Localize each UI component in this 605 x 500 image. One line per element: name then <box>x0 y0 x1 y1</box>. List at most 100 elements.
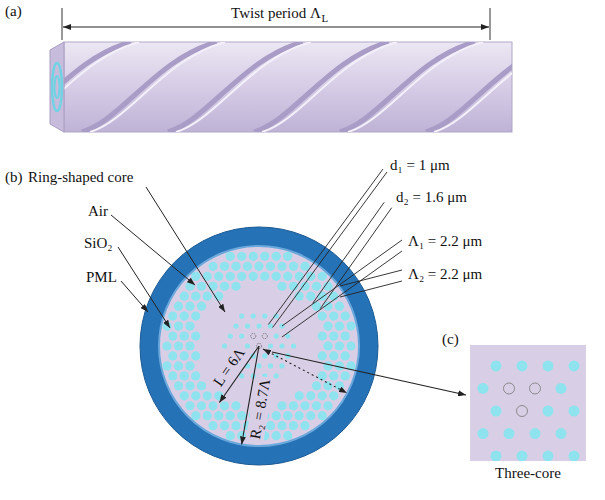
large-air-hole <box>318 351 327 360</box>
large-air-hole <box>306 391 315 400</box>
large-air-hole <box>323 321 332 330</box>
large-air-hole <box>295 391 304 400</box>
twist-highlight <box>90 42 225 132</box>
twist-highlight <box>348 42 483 132</box>
air-hole <box>491 406 502 417</box>
large-air-hole <box>214 411 223 420</box>
dimension-label: Λ₂ = 2.2 μm <box>408 265 482 283</box>
large-air-hole <box>323 401 332 410</box>
part-name: PML <box>86 268 117 286</box>
large-air-hole <box>266 262 275 271</box>
large-air-hole <box>323 361 332 370</box>
small-air-hole <box>228 333 233 338</box>
defect-hole <box>262 333 267 338</box>
large-air-hole <box>306 411 315 420</box>
small-air-hole <box>251 314 256 319</box>
large-air-hole <box>180 292 189 301</box>
large-air-hole <box>185 341 194 350</box>
pml-layer <box>140 227 378 465</box>
large-air-hole <box>237 272 246 281</box>
large-air-hole <box>203 411 212 420</box>
small-air-hole <box>245 343 250 348</box>
large-air-hole <box>300 421 309 430</box>
small-air-hole <box>233 323 238 328</box>
fiber-body <box>64 42 512 132</box>
large-air-hole <box>220 282 229 291</box>
twist-stripe <box>426 42 512 132</box>
silica-cladding <box>159 246 359 446</box>
large-air-hole <box>208 262 217 271</box>
large-air-hole <box>174 381 183 390</box>
dotted-arrow <box>263 349 347 393</box>
large-air-hole <box>329 312 338 321</box>
small-air-hole <box>222 343 227 348</box>
end-face-ring <box>52 63 62 111</box>
air-hole <box>543 360 554 371</box>
large-air-hole <box>191 331 200 340</box>
large-air-hole <box>312 381 321 390</box>
dimension-line <box>320 208 392 309</box>
large-air-hole <box>341 351 350 360</box>
twist-stripes <box>64 42 512 132</box>
inset-pointer <box>272 352 466 395</box>
large-air-hole <box>335 321 344 330</box>
large-air-hole <box>266 421 275 430</box>
large-air-hole <box>174 341 183 350</box>
air-hole <box>556 383 567 394</box>
dimension-tick <box>490 8 491 40</box>
large-air-hole <box>318 312 327 321</box>
large-air-hole <box>226 272 235 281</box>
large-air-hole <box>300 401 309 410</box>
large-air-hole <box>277 401 286 410</box>
large-air-hole <box>300 262 309 271</box>
large-air-hole <box>185 361 194 370</box>
large-air-hole <box>318 272 327 281</box>
large-air-hole <box>226 252 235 261</box>
large-air-hole <box>272 272 281 281</box>
large-air-hole <box>295 272 304 281</box>
large-air-hole <box>162 341 171 350</box>
large-air-hole <box>214 272 223 281</box>
fiber-end-face <box>50 42 64 132</box>
large-air-hole <box>185 321 194 330</box>
dimension-line <box>273 172 387 328</box>
air-hole <box>517 360 528 371</box>
large-air-hole <box>346 321 355 330</box>
small-air-hole <box>262 353 267 358</box>
large-air-hole <box>243 262 252 271</box>
air-hole <box>569 451 580 461</box>
large-air-hole <box>226 431 235 440</box>
large-air-hole <box>220 421 229 430</box>
large-air-hole <box>197 401 206 410</box>
large-air-hole <box>231 401 240 410</box>
large-air-hole <box>346 341 355 350</box>
large-air-hole <box>168 331 177 340</box>
large-air-hole <box>277 262 286 271</box>
large-air-hole <box>323 381 332 390</box>
large-air-hole <box>226 411 235 420</box>
large-air-hole <box>203 292 212 301</box>
dimension-line <box>63 26 489 27</box>
part-name: Air <box>88 202 108 220</box>
end-face-ring <box>55 76 60 98</box>
air-hole <box>556 428 567 439</box>
small-air-hole <box>274 353 279 358</box>
small-air-hole <box>268 343 273 348</box>
dimension-line <box>282 240 402 326</box>
inset-drawing <box>470 345 586 461</box>
panel-letter: (a) <box>5 2 22 20</box>
small-air-hole <box>268 363 273 368</box>
panel-letter: (c) <box>442 330 459 348</box>
large-air-hole <box>289 421 298 430</box>
large-air-hole <box>341 312 350 321</box>
part-name: SiO₂ <box>84 234 113 252</box>
large-air-hole <box>260 252 269 261</box>
air-hole <box>543 406 554 417</box>
small-air-hole <box>239 314 244 319</box>
large-air-hole <box>191 312 200 321</box>
small-air-hole <box>291 343 296 348</box>
large-air-hole <box>289 262 298 271</box>
large-air-hole <box>220 401 229 410</box>
large-air-hole <box>289 401 298 410</box>
leader-line <box>146 187 225 312</box>
